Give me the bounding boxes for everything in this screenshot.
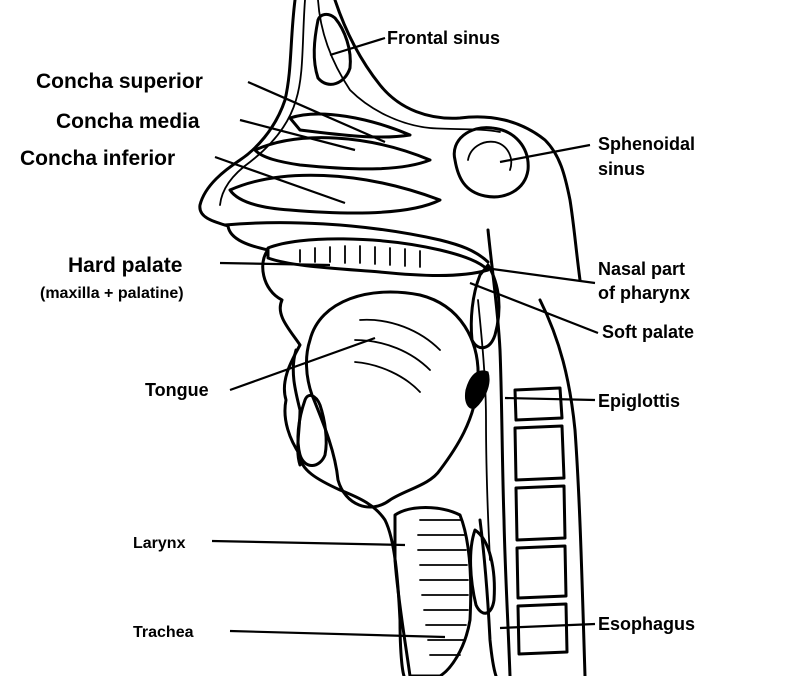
skull-bone [333,0,582,282]
frontal-sinus-shape [312,12,352,86]
sphenoid-inner [467,140,513,171]
tongue-shape [305,290,480,509]
label-larynx: Larynx [133,535,186,552]
larynx-shape [393,506,473,676]
palate-teeth [299,245,421,268]
label-soft-palate: Soft palate [602,322,694,342]
pharynx-wall [486,228,512,676]
pointer-soft-palate [469,281,599,335]
hard-palate-shape [266,237,490,277]
concha-inferior-shape [228,173,442,215]
mandible-bone [296,393,328,467]
esophagus-shape [478,518,498,676]
pointer-nasal-part [484,266,596,285]
vertebra [513,424,566,482]
label-epiglottis: Epiglottis [598,391,680,411]
face-profile [198,0,406,676]
label-concha-inferior: Concha inferior [20,147,175,170]
pointer-epiglottis [504,396,596,402]
pointer-sphenoidal-sinus [499,143,591,164]
concha-media-shape [253,136,432,171]
label-hard-palate-sub: (maxilla + palatine) [40,285,184,302]
label-esophagus: Esophagus [598,614,695,634]
anatomy-illustration [198,0,587,676]
skull-inner [317,0,501,133]
trachea-rings [417,519,469,656]
pointer-lines [211,36,599,639]
pharynx-inner [477,299,491,561]
vertebra [516,602,569,656]
sphenoidal-sinus-shape [452,126,530,199]
pointer-hard-palate [219,261,331,267]
pointer-concha-media [239,118,356,152]
soft-palate-shape [469,263,501,350]
label-nasal-part-2: of pharynx [598,283,690,303]
nasal-floor [223,221,490,264]
labels: Frontal sinus Concha superior Concha med… [20,28,695,641]
pointer-larynx [211,539,406,547]
tongue-grooves [354,318,441,393]
pointer-concha-inferior [214,155,346,205]
vertebra [514,484,567,542]
pointer-concha-superior [247,80,386,144]
label-tongue: Tongue [145,380,209,400]
pointer-esophagus [499,622,596,630]
thyroid-cartilage [469,528,496,615]
pointer-tongue [229,336,376,392]
vertebra [515,544,568,600]
nose-inner-outline [219,0,306,206]
spine-posterior [538,298,587,676]
label-frontal-sinus: Frontal sinus [387,28,500,48]
label-sphenoidal-sinus-1: Sphenoidal [598,134,695,154]
vertebra [513,386,564,422]
label-concha-media: Concha media [56,110,200,133]
label-concha-superior: Concha superior [36,70,203,93]
vertebral-column [513,298,587,676]
pointer-frontal-sinus [329,36,386,57]
label-nasal-part-1: Nasal part [598,259,685,279]
label-trachea: Trachea [133,624,194,641]
epiglottis-shape [465,370,490,409]
pointer-trachea [229,629,446,639]
label-hard-palate: Hard palate [68,254,182,277]
label-sphenoidal-sinus-2: sinus [598,159,645,179]
